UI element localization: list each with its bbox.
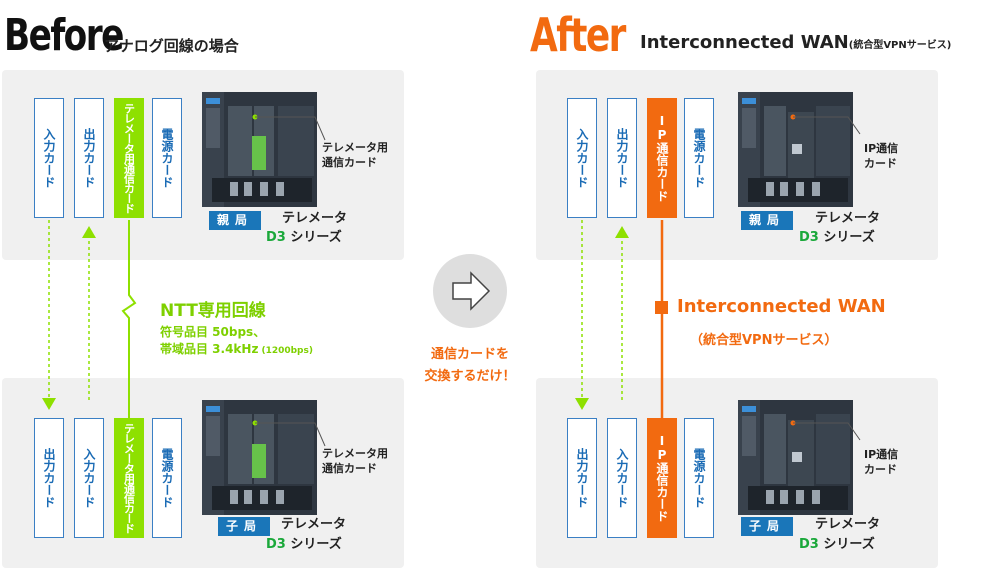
callout-line1: IP通信 [864, 448, 899, 461]
series-label: シリーズ [285, 230, 342, 245]
before-top-series: D3 シリーズ [266, 229, 342, 246]
before-top-device-image [202, 92, 317, 207]
before-top-device-name: テレメータ [282, 211, 348, 226]
after-bottom-power-card: 電源カード [684, 418, 714, 538]
before-bottom-telemeter-card: テレメータ用通信カード [114, 418, 144, 538]
before-top-power-card: 電源カード [152, 98, 182, 218]
after-title: After [530, 8, 626, 62]
after-subtitle-main: Interconnected WAN [640, 32, 849, 53]
right-arrow-icon [452, 271, 491, 311]
after-subtitle: Interconnected WAN(統合型VPNサービス) [640, 32, 951, 53]
after-bottom-panel [536, 378, 938, 568]
ntt-line-detail2: 帯域品目 3.4kHz(1200bps) [160, 340, 313, 357]
before-bottom-callout: テレメータ用 通信カード [322, 446, 388, 476]
series-label: シリーズ [818, 230, 875, 245]
after-subtitle-sub: (統合型VPNサービス) [848, 40, 952, 51]
callout-line2: カード [864, 157, 897, 170]
after-bottom-output-card: 出力カード [567, 418, 597, 538]
callout-line2: 通信カード [322, 462, 377, 475]
ntt-line-detail2-main: 帯域品目 3.4kHz [160, 342, 259, 356]
before-bottom-input-card: 入力カード [74, 418, 104, 538]
before-bottom-output-card: 出力カード [34, 418, 64, 538]
before-bottom-power-card: 電源カード [152, 418, 182, 538]
callout-line1: テレメータ用 [322, 447, 388, 460]
after-top-badge: 親局 [741, 211, 794, 230]
series-d3: D3 [799, 537, 819, 552]
note-line1: 通信カードを [430, 347, 509, 362]
ntt-line-detail2-sub: (1200bps) [261, 346, 313, 356]
after-bottom-series: D3 シリーズ [799, 536, 875, 553]
after-bottom-device-name: テレメータ [815, 517, 881, 532]
series-d3: D3 [266, 537, 286, 552]
wan-sub-label: （統合型VPNサービス） [690, 333, 838, 348]
before-bottom-badge: 子局 [218, 517, 271, 536]
after-top-callout-line [790, 114, 861, 135]
before-top-callout-line [252, 114, 326, 141]
series-label: シリーズ [818, 537, 875, 552]
callout-line1: テレメータ用 [322, 141, 388, 154]
after-top-panel [536, 70, 938, 260]
after-bottom-ip-card: IP通信カード [647, 418, 677, 538]
after-bottom-callout-line [790, 420, 861, 441]
callout-line2: 通信カード [322, 156, 377, 169]
before-subtitle: アナログ回線の場合 [104, 37, 239, 55]
after-top-output-card: 出力カード [607, 98, 637, 218]
before-top-badge: 親局 [209, 211, 262, 230]
callout-line2: カード [864, 463, 897, 476]
after-bottom-badge: 子局 [741, 517, 794, 536]
after-connections [575, 220, 668, 418]
before-top-input-card: 入力カード [34, 98, 64, 218]
exchange-note: 通信カードを 交換するだけ！ [410, 344, 530, 388]
before-bottom-device-name: テレメータ [281, 517, 347, 532]
transition-circle [433, 254, 507, 328]
before-top-callout: テレメータ用 通信カード [322, 140, 388, 170]
series-d3: D3 [799, 230, 819, 245]
ntt-line-label: NTT専用回線 [160, 301, 266, 321]
wan-label: Interconnected WAN [677, 296, 886, 317]
callout-line1: IP通信 [864, 142, 899, 155]
after-top-power-card: 電源カード [684, 98, 714, 218]
after-top-ip-card: IP通信カード [647, 98, 677, 218]
after-top-device-name: テレメータ [815, 211, 881, 226]
note-line2: 交換するだけ！ [424, 369, 516, 384]
before-top-telemeter-card: テレメータ用通信カード [114, 98, 144, 218]
series-d3: D3 [266, 230, 286, 245]
after-top-device-image [738, 92, 853, 207]
before-bottom-device-image [202, 400, 317, 515]
before-connections [42, 220, 137, 418]
before-bottom-callout-line [252, 420, 326, 447]
after-top-callout: IP通信 カード [864, 141, 898, 171]
after-top-series: D3 シリーズ [799, 229, 875, 246]
ntt-line-detail1: 符号品目 50bps、 [160, 325, 266, 339]
before-title: Before [4, 10, 124, 61]
after-bottom-callout: IP通信 カード [864, 447, 898, 477]
after-bottom-input-card: 入力カード [607, 418, 637, 538]
before-bottom-series: D3 シリーズ [266, 536, 342, 553]
series-label: シリーズ [285, 537, 342, 552]
before-top-output-card: 出力カード [74, 98, 104, 218]
after-top-input-card: 入力カード [567, 98, 597, 218]
after-bottom-device-image [738, 400, 853, 515]
